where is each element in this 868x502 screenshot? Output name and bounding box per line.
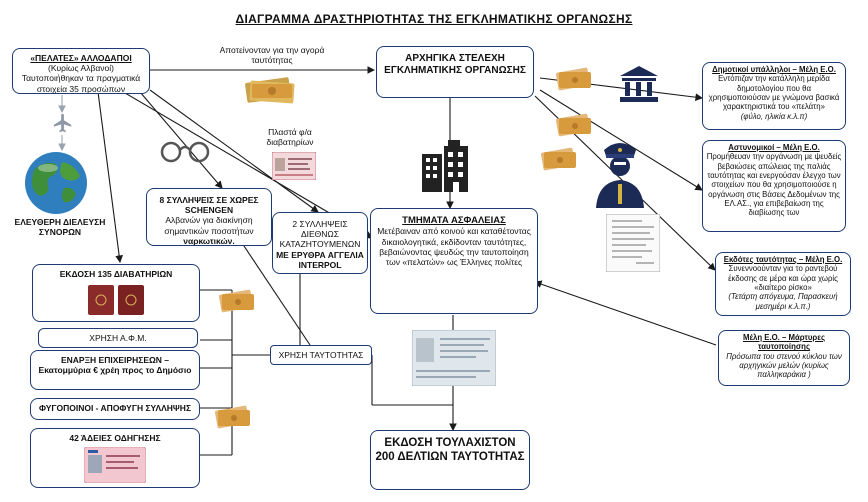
clients-text: Ταυτοποιήθηκαν τα πραγματικά στοιχεία 35… xyxy=(21,73,141,94)
municipal-text: Εντόπιζαν την κατάλληλη μερίδα δημοτολογ… xyxy=(708,74,840,112)
security-text: Μετέβαιναν από κοινού και καταθέτοντας δ… xyxy=(377,226,531,267)
result-text: ΕΚΔΟΣΗ ΤΟΥΛΑΧΙΣΤΟΝ 200 ΔΕΛΤΙΩΝ ΤΑΥΤΟΤΗΤΑ… xyxy=(375,437,525,463)
police-officer-icon xyxy=(590,138,650,208)
handcuffs-icon xyxy=(158,132,212,172)
witnesses-text: Πρόσωπα του στενού κύκλου των αρχηγικών … xyxy=(726,351,842,380)
id-use-text: ΧΡΗΣΗ ΤΑΥΤΟΤΗΤΑΣ xyxy=(278,350,364,360)
globe-icon xyxy=(20,150,92,216)
police-text: Προμήθευαν την οργάνωση με ψευδείς βεβαι… xyxy=(706,152,842,218)
business-box: ΕΝΑΡΞΗ ΕΠΙΧΕΙΡΗΣΕΩΝ – Εκατομμύρια € χρέη… xyxy=(30,350,200,390)
arrests-schengen-tail: ναρκωτικών. xyxy=(183,235,235,246)
licenses-box: 42 ΆΔΕΙΕΣ ΟΔΗΓΗΣΗΣ xyxy=(30,428,200,488)
arrests-schengen-text: Αλβανών για διακίνηση σημαντικών ποσοτήτ… xyxy=(164,215,254,236)
security-heading: ΤΜΗΜΑΤΑ ΑΣΦΑΛΕΙΑΣ xyxy=(402,215,506,226)
id-use-box: ΧΡΗΣΗ ΤΑΥΤΟΤΗΤΑΣ xyxy=(270,345,372,365)
free-movement-label: ΕΛΕΥΘΕΡΗ ΔΙΕΛΕΥΣΗ ΣΥΝΟΡΩΝ xyxy=(14,217,106,237)
leaders-text: ΑΡΧΗΓΙΚΑ ΣΤΕΛΕΧΗ ΕΓΚΛΗΜΑΤΙΚΗΣ ΟΡΓΑΝΩΣΗΣ xyxy=(384,53,526,76)
arrests-schengen-box: 8 ΣΥΛΛΗΨΕΙΣ ΣΕ ΧΩΡΕΣ SCHENGEN Αλβανών γι… xyxy=(146,188,272,246)
bought-label: Αποτείνονταν για την αγορά ταυτότητας xyxy=(219,45,325,65)
money-icon xyxy=(244,74,296,106)
passport-image xyxy=(86,283,146,317)
page-title: ΔΙΑΓΡΑΜΜΑ ΔΡΑΣΤΗΡΙΟΤΗΤΑΣ ΤΗΣ ΕΓΚΛΗΜΑΤΙΚΗ… xyxy=(235,12,633,26)
passports-text: ΕΚΔΟΣΗ 135 ΔΙΑΒΑΤΗΡΙΩΝ xyxy=(59,269,173,279)
witnesses-box: Μέλη Ε.Ο. – Μάρτυρες ταυτοποίησης Πρόσωπ… xyxy=(718,330,850,386)
passports-box: ΕΚΔΟΣΗ 135 ΔΙΑΒΑΤΗΡΙΩΝ xyxy=(32,264,200,322)
police-box: Αστυνομικοί – Μέλη Ε.Ο. Προμήθευαν την ο… xyxy=(702,140,846,232)
issuers-tail: (Τετάρτη απόγευμα, Παρασκευή μεσημέρι κ.… xyxy=(728,292,838,311)
fugitives-text: ΦΥΓΟΠΟΙΝΟΙ - ΑΠΟΦΥΓΗ ΣΥΛΛΗΨΗΣ xyxy=(38,403,192,413)
interpol-line1: 2 ΣΥΛΛΗΨΕΙΣ ΔΙΕΘΝΩΣ ΚΑΤΑΖΗΤΟΥΜΕΝΩΝ xyxy=(279,219,361,250)
money-icon xyxy=(214,404,252,430)
money-icon xyxy=(555,66,593,92)
clients-sub: (Κυρίως Αλβανοί) xyxy=(48,63,114,74)
money-icon xyxy=(555,112,593,138)
clients-heading: «ΠΕΛΑΤΕΣ» ΑΛΛΟΔΑΠΟΙ xyxy=(30,53,132,63)
airplane-icon xyxy=(52,112,74,134)
money-icon xyxy=(540,146,578,172)
issuers-text: Συνεννοούνταν για το ραντεβού έκδοσης σε… xyxy=(728,264,838,293)
fake-id-image xyxy=(271,151,317,181)
municipality-icon xyxy=(620,66,658,102)
municipal-heading: Δημοτικοί υπάλληλοι – Μέλη Ε.Ο. xyxy=(712,65,836,74)
business-text: ΕΝΑΡΞΗ ΕΠΙΧΕΙΡΗΣΕΩΝ – Εκατομμύρια € χρέη… xyxy=(38,355,192,376)
fake-id-label: Πλαστά φ/α διαβατηρίων xyxy=(266,127,314,147)
money-icon xyxy=(218,288,256,314)
leaders-box: ΑΡΧΗΓΙΚΑ ΣΤΕΛΕΧΗ ΕΓΚΛΗΜΑΤΙΚΗΣ ΟΡΓΑΝΩΣΗΣ xyxy=(376,46,534,98)
police-heading: Αστυνομικοί – Μέλη Ε.Ο. xyxy=(728,143,820,152)
police-building-icon xyxy=(418,140,474,192)
licenses-text: 42 ΆΔΕΙΕΣ ΟΔΗΓΗΣΗΣ xyxy=(69,433,161,443)
fugitives-box: ΦΥΓΟΠΟΙΝΟΙ - ΑΠΟΦΥΓΗ ΣΥΛΛΗΨΗΣ xyxy=(30,398,200,420)
result-box: ΕΚΔΟΣΗ ΤΟΥΛΑΧΙΣΤΟΝ 200 ΔΕΛΤΙΩΝ ΤΑΥΤΟΤΗΤΑ… xyxy=(370,430,530,490)
driver-license-image xyxy=(83,446,147,484)
interpol-box: 2 ΣΥΛΛΗΨΕΙΣ ΔΙΕΘΝΩΣ ΚΑΤΑΖΗΤΟΥΜΕΝΩΝ ΜΕ ΕΡ… xyxy=(272,212,368,274)
municipal-tail: (φύλο, ηλικία κ.λ.π) xyxy=(740,111,808,121)
afm-text: ΧΡΗΣΗ Α.Φ.Μ. xyxy=(89,333,147,343)
clients-box: «ΠΕΛΑΤΕΣ» ΑΛΛΟΔΑΠΟΙ (Κυρίως Αλβανοί) Ταυ… xyxy=(12,48,150,94)
issuers-heading: Εκδότες ταυτότητας – Μέλη Ε.Ο. xyxy=(723,255,843,264)
security-box: ΤΜΗΜΑΤΑ ΑΣΦΑΛΕΙΑΣ Μετέβαιναν από κοινού … xyxy=(370,208,538,314)
afm-box: ΧΡΗΣΗ Α.Φ.Μ. xyxy=(38,328,198,348)
issuers-box: Εκδότες ταυτότητας – Μέλη Ε.Ο. Συνεννοού… xyxy=(715,252,851,316)
municipal-box: Δημοτικοί υπάλληλοι – Μέλη Ε.Ο. Εντόπιζα… xyxy=(702,62,846,130)
interpol-line2: ΜΕ ΕΡΥΘΡΑ ΑΓΓΕΛΙΑ INTERPOL xyxy=(276,249,364,270)
id-card-image xyxy=(411,329,497,387)
witnesses-heading: Μέλη Ε.Ο. – Μάρτυρες ταυτοποίησης xyxy=(742,333,826,352)
certificate-document-image xyxy=(605,213,661,273)
arrests-schengen-heading: 8 ΣΥΛΛΗΨΕΙΣ ΣΕ ΧΩΡΕΣ SCHENGEN xyxy=(159,195,259,216)
